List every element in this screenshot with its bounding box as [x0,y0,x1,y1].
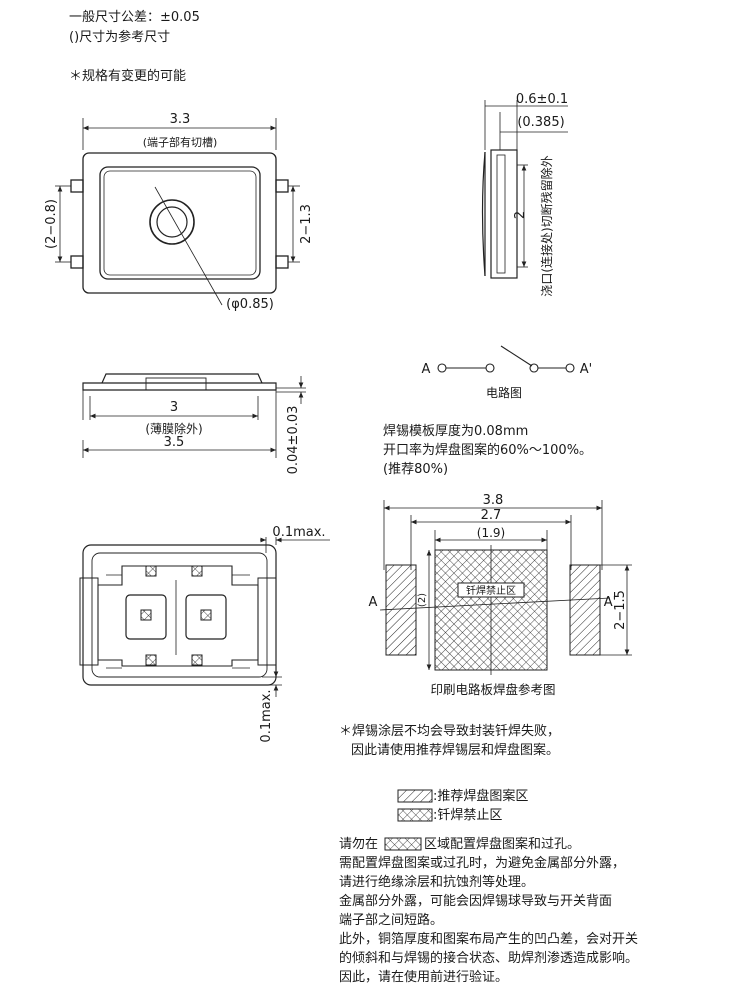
front-inner-width-dim: 3 [170,400,178,415]
stencil-line-3: (推荐80%) [383,462,449,477]
reference-note: ()尺寸为参考尺寸 [69,30,171,45]
pcb-label-a-prime: A' [604,595,616,610]
legend-recommended: :推荐焊盘图案区 [433,789,529,804]
top-height-right-dim: 2−1.3 [299,204,314,244]
pcb-land-pattern [379,500,632,675]
tolerance-note: 一般尺寸公差：±0.05 [69,10,200,25]
pcb-total-width-dim: 3.8 [483,493,504,508]
circuit-caption: 电路图 [486,385,522,400]
circuit-terminal-a: A [422,362,431,377]
bottom-text-line-7: 的倾斜和与焊锡的接合状态、助焊剂渗透造成影响。 [339,951,639,966]
legend-swatches [384,789,433,851]
bottom-text-line-8: 因此，请在使用前进行验证。 [339,970,509,985]
warning-line-2: 因此请使用推荐焊锡层和焊盘图案。 [351,743,560,758]
bottom-text-line-4: 金属部分外露，可能会因焊锡球导致与开关背面 [339,894,613,909]
bottom-view [79,537,330,697]
top-diameter-dim: (φ0.85) [226,297,274,312]
bottom-view-terminals [140,565,212,666]
bottom-bottom-max-dim: 0.1max. [259,689,274,742]
inline-cross-swatch [384,837,422,851]
pcb-side-label: (2) [417,593,428,607]
bottom-text-line-1b: 区域配置焊盘图案和过孔。 [424,837,581,852]
side-thickness-ref-dim: (0.385) [517,115,564,130]
circuit-diagram [437,345,575,373]
stencil-line-1: 焊锡模板厚度为0.08mm [383,424,529,439]
legend-forbidden: :钎焊禁止区 [433,808,503,823]
legend-hatch-swatch [397,789,433,803]
bottom-text-line-6: 此外，铜箔厚度和图案布局产生的凹凸差，会对开关 [339,932,639,947]
pcb-caption: 印刷电路板焊盘参考图 [430,682,555,697]
pcb-inner-width-dim: (1.9) [477,526,505,540]
top-width-dim: 3.3 [170,112,191,127]
bottom-top-max-dim: 0.1max. [272,525,325,540]
legend-cross-swatch [397,808,433,822]
top-view [55,118,300,306]
circuit-terminal-a-prime: A' [580,362,592,377]
side-view [481,100,568,279]
side-gate-note: 浇口(连接处)切断残留除外 [539,155,554,296]
bottom-text-line-1a: 请勿在 [339,837,379,852]
side-height-dim: 2 [513,211,528,219]
front-terminal-height-dim: 0.04±0.03 [286,406,301,475]
front-view [82,373,306,458]
bottom-text-line-5: 端子部之间短路。 [339,913,444,928]
pcb-outer-pitch-dim: 2.7 [481,508,502,523]
side-thickness-dim: 0.6±0.1 [516,92,568,107]
bottom-text-line-3: 请进行绝缘涂层和抗蚀剂等处理。 [339,875,535,890]
bottom-text-line-2: 需配置焊盘图案或过孔时，为避免金属部分外露， [339,856,626,871]
top-terminal-note: (端子部有切槽) [143,135,218,149]
change-note: ＊规格有变更的可能 [69,69,187,84]
stencil-line-2: 开口率为焊盘图案的60%～100%。 [383,443,593,458]
top-height-left-dim: (2−0.8) [44,199,59,249]
front-film-note: (薄膜除外) [145,421,202,436]
pcb-pad-height-dim: 2−1.5 [613,590,628,630]
pcb-forbidden-label: 钎焊禁止区 [466,585,516,597]
pcb-label-a: A [369,595,378,610]
warning-line-1: ＊焊锡涂层不均会导致封装钎焊失败， [339,724,561,739]
front-total-width-dim: 3.5 [164,435,185,450]
